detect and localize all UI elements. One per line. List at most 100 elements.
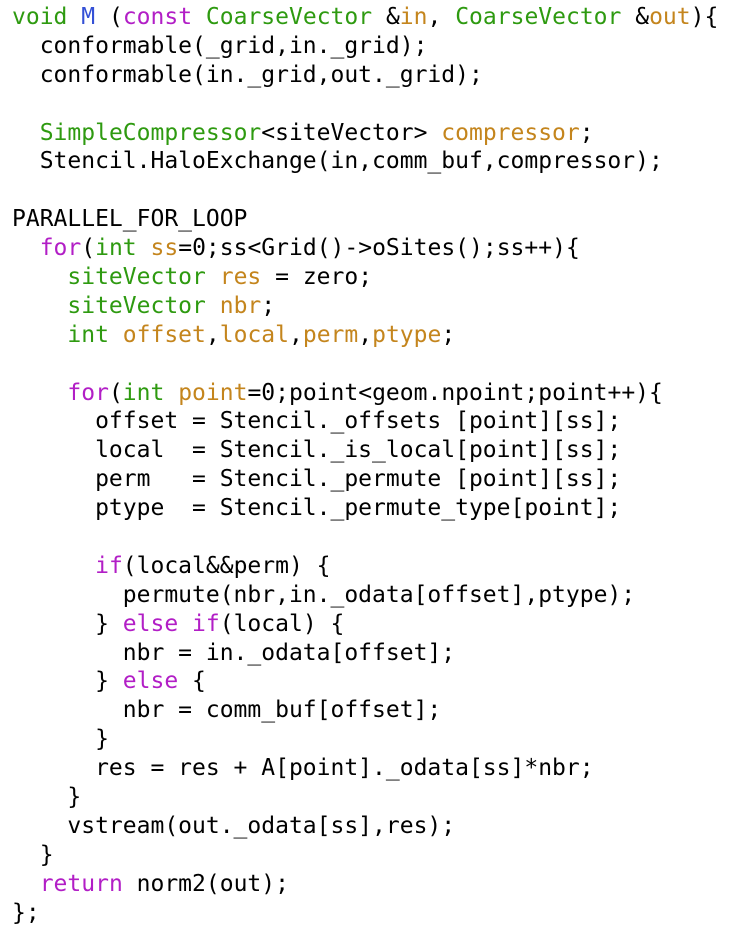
code-token-variable: in <box>399 4 428 30</box>
code-token-plain: ( <box>81 235 96 262</box>
code-token-plain: nbr = comm_buf[offset]; <box>12 697 442 724</box>
code-token-plain: PARALLEL_FOR_LOOP <box>12 206 248 233</box>
code-token-type: int <box>95 235 137 262</box>
code-token-plain: & <box>621 4 650 30</box>
code-token-type: SimpleCompressor <box>39 119 262 146</box>
code-line[interactable]: offset = Stencil._offsets [point][ss]; <box>12 407 747 436</box>
code-token-plain: { <box>178 668 206 695</box>
code-line[interactable]: nbr = in._odata[offset]; <box>12 639 747 668</box>
code-token-plain <box>12 235 40 261</box>
code-line[interactable]: Stencil.HaloExchange(in,comm_buf,compres… <box>12 147 747 176</box>
code-line[interactable]: void M (const CoarseVector &in, CoarseVe… <box>12 3 747 32</box>
code-token-plain: local = Stencil._is_local[point][ss]; <box>12 437 622 464</box>
code-line[interactable]: int offset,local,perm,ptype; <box>12 321 747 350</box>
code-line[interactable]: perm = Stencil._permute [point][ss]; <box>12 465 747 494</box>
code-token-plain: =0;ss<Grid()->oSites();ss++){ <box>178 235 580 262</box>
code-token-plain <box>12 871 40 897</box>
code-line[interactable]: } <box>12 783 747 812</box>
code-token-plain: <siteVector> <box>261 119 442 146</box>
code-token-type: int <box>67 321 109 348</box>
code-token-plain: }; <box>12 899 40 926</box>
code-line[interactable]: }; <box>12 899 747 928</box>
code-token-variable: out <box>649 4 691 30</box>
code-line[interactable]: for(int point=0;point<geom.npoint;point+… <box>12 379 747 408</box>
code-token-plain: ( <box>95 4 123 30</box>
code-line[interactable]: siteVector res = zero; <box>12 263 747 292</box>
code-token-plain: norm2(out); <box>122 870 289 897</box>
code-token-variable: point <box>178 379 248 406</box>
code-token-variable: compressor <box>441 119 580 146</box>
code-line[interactable]: nbr = comm_buf[offset]; <box>12 696 747 725</box>
code-token-plain <box>206 264 220 290</box>
code-line[interactable]: conformable(_grid,in._grid); <box>12 32 747 61</box>
code-line[interactable] <box>12 90 747 119</box>
code-token-plain: } <box>12 784 82 811</box>
code-token-plain: ( <box>108 379 123 406</box>
code-token-plain: ; <box>441 321 456 348</box>
code-line[interactable]: } <box>12 841 747 870</box>
code-token-plain <box>12 553 95 579</box>
code-token-variable: local <box>219 321 289 348</box>
code-line[interactable]: } <box>12 725 747 754</box>
code-token-plain: , <box>358 321 373 348</box>
code-token-plain: nbr = in._odata[offset]; <box>12 639 456 666</box>
code-token-keyword: if <box>95 552 123 579</box>
code-line[interactable]: res = res + A[point]._odata[ss]*nbr; <box>12 754 747 783</box>
code-token-plain <box>67 4 81 30</box>
code-token-variable: offset <box>122 321 206 348</box>
code-line[interactable] <box>12 523 747 552</box>
code-token-plain: } <box>12 610 123 637</box>
code-token-keyword: else <box>122 610 179 637</box>
code-line[interactable]: if(local&&perm) { <box>12 552 747 581</box>
code-token-plain: ; <box>261 292 276 319</box>
code-token-plain: res = res + A[point]._odata[ss]*nbr; <box>12 755 594 782</box>
code-token-plain: permute(nbr,in._odata[offset],ptype); <box>12 581 636 608</box>
code-token-plain: (local&&perm) { <box>122 552 331 579</box>
code-token-plain: =0;point<geom.npoint;point++){ <box>247 379 663 406</box>
code-line[interactable]: } else if(local) { <box>12 610 747 639</box>
code-token-plain: } <box>12 726 109 753</box>
code-line[interactable]: permute(nbr,in._odata[offset],ptype); <box>12 581 747 610</box>
code-token-keyword: if <box>192 610 220 637</box>
code-token-keyword: const <box>122 4 193 30</box>
code-token-plain <box>178 611 192 637</box>
code-token-plain: , <box>427 4 456 30</box>
code-token-variable: ss <box>150 235 179 262</box>
code-line[interactable] <box>12 350 747 379</box>
code-token-plain: , <box>289 321 303 348</box>
code-token-plain: ){ <box>690 4 719 30</box>
code-line[interactable]: } else { <box>12 667 747 696</box>
code-token-variable: ptype <box>372 321 442 348</box>
code-token-type: void <box>12 4 68 30</box>
code-token-plain: = zero; <box>261 264 373 291</box>
code-token-function: M <box>81 4 96 30</box>
code-token-plain: ; <box>579 119 594 146</box>
code-token-plain: offset = Stencil._offsets [point][ss]; <box>12 408 622 435</box>
code-line[interactable]: local = Stencil._is_local[point][ss]; <box>12 436 747 465</box>
code-line[interactable]: siteVector nbr; <box>12 292 747 321</box>
code-token-keyword: for <box>39 235 82 262</box>
code-line[interactable]: ptype = Stencil._permute_type[point]; <box>12 494 747 523</box>
code-line[interactable]: conformable(in._grid,out._grid); <box>12 61 747 90</box>
code-line[interactable] <box>12 176 747 205</box>
code-line[interactable]: for(int ss=0;ss<Grid()->oSites();ss++){ <box>12 234 747 263</box>
code-token-type: CoarseVector <box>205 4 373 30</box>
code-token-plain: conformable(_grid,in._grid); <box>12 32 428 59</box>
code-token-plain: ptype = Stencil._permute_type[point]; <box>12 495 622 522</box>
code-token-plain: } <box>12 668 123 695</box>
code-line[interactable]: return norm2(out); <box>12 870 747 899</box>
code-line[interactable]: PARALLEL_FOR_LOOP <box>12 205 747 234</box>
code-token-plain: Stencil.HaloExchange(in,comm_buf,compres… <box>12 148 663 175</box>
code-token-variable: res <box>219 264 262 291</box>
code-token-type: int <box>122 379 165 406</box>
code-line[interactable]: vstream(out._odata[ss],res); <box>12 812 747 841</box>
code-token-plain: perm = Stencil._permute [point][ss]; <box>12 466 622 493</box>
code-token-keyword: return <box>39 870 123 897</box>
code-token-keyword: else <box>122 668 179 695</box>
code-token-plain: } <box>12 841 54 868</box>
code-token-plain: vstream(out._odata[ss],res); <box>12 812 456 839</box>
code-token-plain <box>12 380 67 406</box>
code-line[interactable]: SimpleCompressor<siteVector> compressor; <box>12 119 747 148</box>
code-token-plain <box>12 120 40 146</box>
